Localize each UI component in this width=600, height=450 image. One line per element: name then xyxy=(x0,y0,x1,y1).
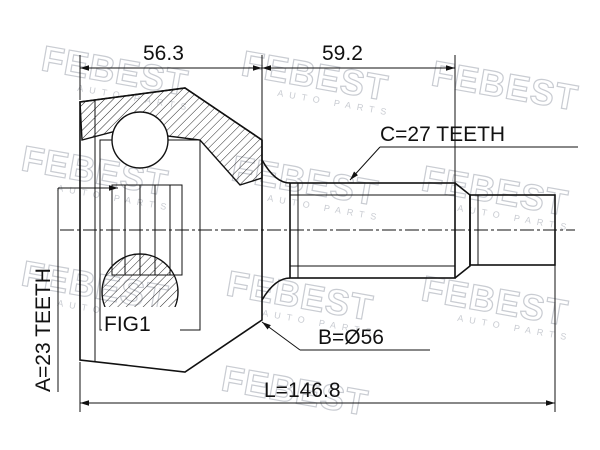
b-diam-label: B=Ø56 xyxy=(318,326,384,349)
dim-59-2-label: 59.2 xyxy=(322,42,363,65)
splined-shaft xyxy=(289,182,456,279)
watermark-layer: FEBEST AUTO PARTS FEBEST AUTO PARTS FEBE… xyxy=(18,37,582,424)
watermark-logo: FEBEST xyxy=(429,53,582,119)
fig-label: FIG1 xyxy=(104,313,151,336)
leader-c-teeth xyxy=(349,146,381,181)
length-label: L=146.8 xyxy=(264,379,341,402)
c-teeth-label: C=27 TEETH xyxy=(380,123,505,146)
a-teeth-label: A=23 TEETH xyxy=(32,268,55,392)
threaded-end xyxy=(469,194,556,266)
housing-outline xyxy=(79,87,263,373)
neck-outline xyxy=(261,159,291,301)
fig-label-bg xyxy=(102,307,180,335)
leader-b-diam xyxy=(261,321,301,351)
ball-upper xyxy=(111,111,169,169)
dim-56-3-label: 56.3 xyxy=(143,42,184,65)
